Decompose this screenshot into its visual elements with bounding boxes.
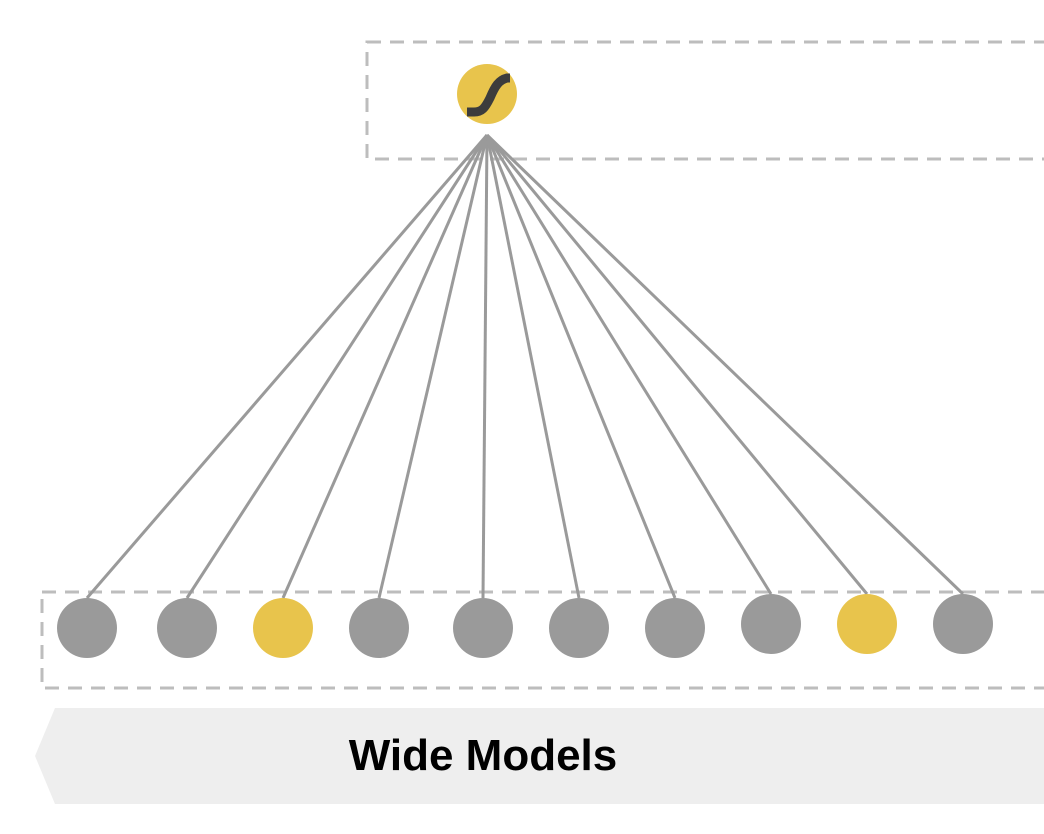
input-node-1	[57, 598, 117, 658]
input-units	[57, 594, 993, 658]
input-node-6	[549, 598, 609, 658]
edge-7	[485, 134, 677, 599]
input-node-4	[349, 598, 409, 658]
banner-arrow	[35, 708, 1044, 804]
input-node-8	[741, 594, 801, 654]
input-layer-box	[40, 590, 1044, 690]
input-node-9	[837, 594, 897, 654]
edge-6	[485, 134, 581, 599]
edge-9	[485, 134, 869, 595]
input-node-3	[253, 598, 313, 658]
output-unit	[457, 64, 517, 124]
edge-1	[85, 134, 489, 599]
input-node-5	[453, 598, 513, 658]
input-node-2	[157, 598, 217, 658]
edge-8	[485, 134, 773, 595]
input-node-7	[645, 598, 705, 658]
edge-5	[481, 134, 489, 599]
edge-3	[281, 134, 489, 599]
sigmoid-icon	[467, 73, 510, 117]
connection-edges	[85, 133, 965, 599]
edge-10	[485, 133, 965, 596]
input-node-10	[933, 594, 993, 654]
edge-4	[377, 134, 489, 599]
edge-2	[185, 134, 489, 599]
banner-label: Wide Models	[349, 731, 618, 780]
output-layer-box	[365, 40, 1044, 161]
